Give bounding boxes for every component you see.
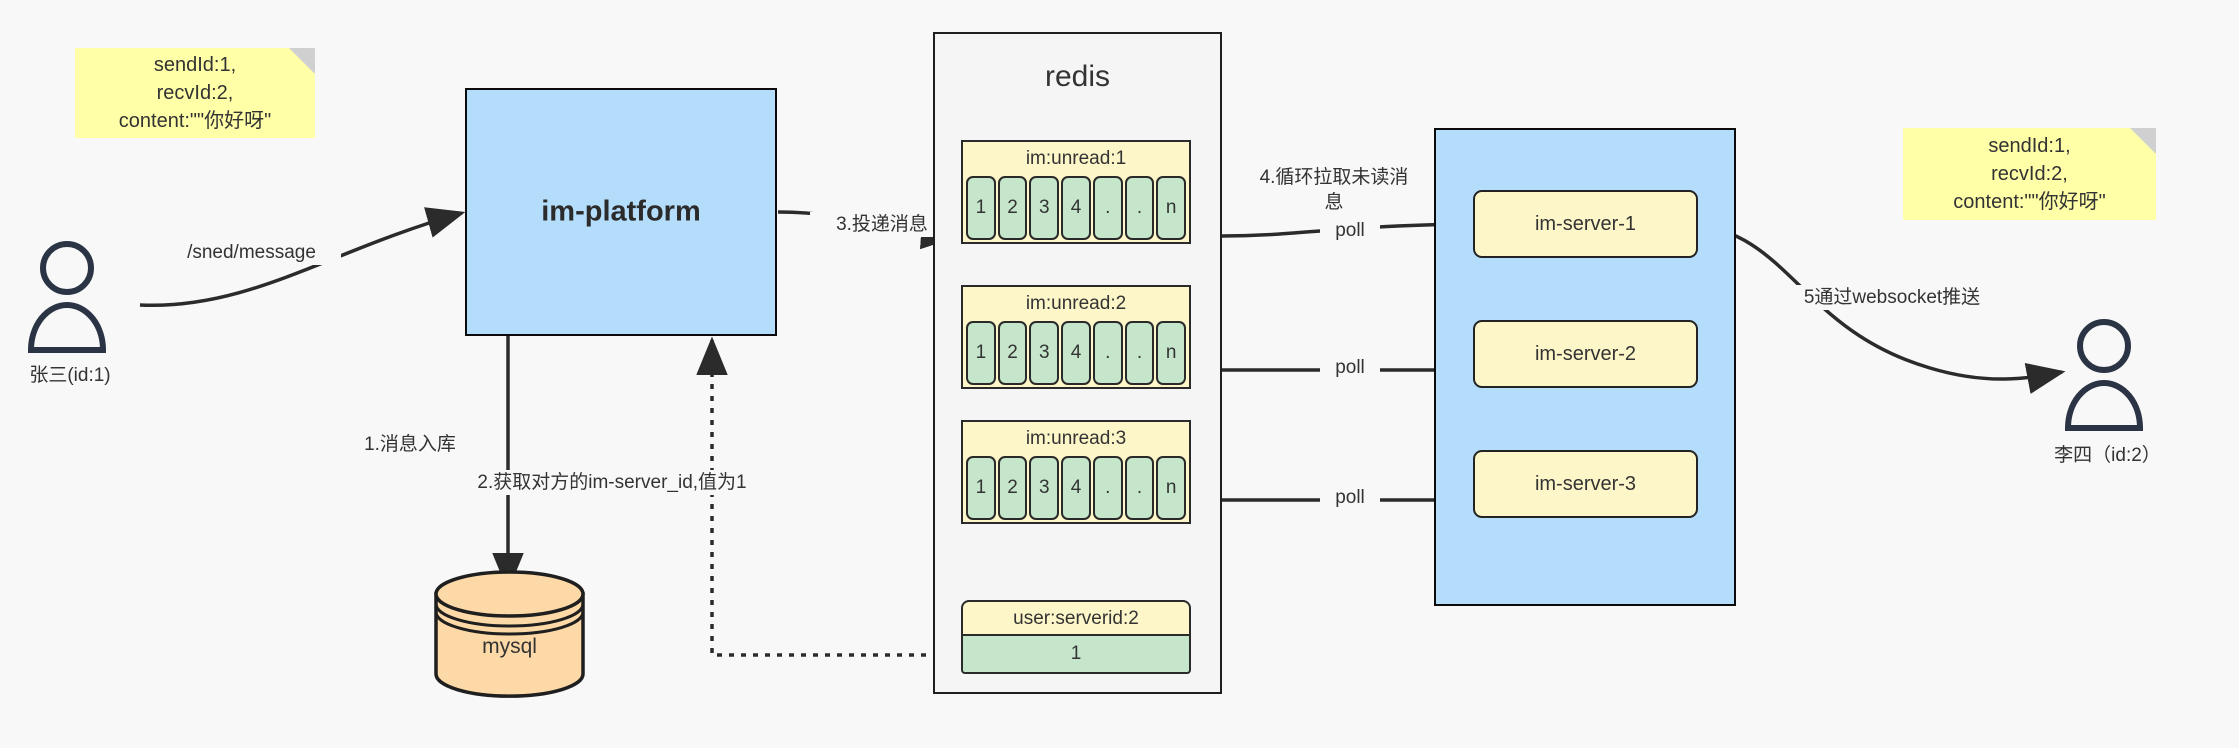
redis-cell: . — [1124, 321, 1155, 385]
im-platform-label: im-platform — [541, 195, 701, 228]
edge-label-poll-1: poll — [1320, 218, 1380, 243]
redis-list-im-unread-3[interactable]: im:unread:3 1 2 3 4 . . n — [961, 420, 1191, 524]
redis-list-im-unread-1[interactable]: im:unread:1 1 2 3 4 . . n — [961, 140, 1191, 244]
sticky-fold-icon — [2130, 128, 2156, 154]
redis-cell: 2 — [997, 176, 1028, 240]
redis-cell: 1 — [966, 176, 996, 240]
im-server-3-box[interactable]: im-server-3 — [1473, 450, 1698, 518]
redis-list-key: im:unread:3 — [963, 422, 1189, 456]
redis-cell: . — [1124, 176, 1155, 240]
edge-label-step3: 3.投递消息 — [810, 212, 954, 237]
redis-cell: 3 — [1029, 321, 1060, 385]
edge-label-step2: 2.获取对方的im-server_id,值为1 — [400, 470, 824, 495]
redis-cell: n — [1156, 456, 1187, 520]
sticky-note-left: sendId:1, recvId:2, content:""你好呀" — [75, 48, 315, 138]
sticky-note-right-text: sendId:1, recvId:2, content:""你好呀" — [1953, 135, 2106, 213]
redis-cell: 4 — [1061, 321, 1091, 385]
redis-cell: 1 — [966, 456, 996, 520]
im-server-1-label: im-server-1 — [1534, 212, 1637, 235]
receiver-label: 李四（id:2） — [2054, 445, 2161, 466]
mysql-label: mysql — [482, 634, 537, 658]
sender-label: 张三(id:1) — [29, 365, 111, 386]
edge-label-poll-2: poll — [1320, 355, 1380, 380]
redis-title: redis — [1044, 60, 1111, 93]
redis-list-cells: 1 2 3 4 . . n — [963, 321, 1189, 388]
redis-list-key: im:unread:1 — [963, 142, 1189, 176]
redis-cell: 3 — [1029, 456, 1060, 520]
edge-label-step5: 5通过websocket推送 — [1780, 285, 2004, 310]
redis-list-key: im:unread:2 — [963, 287, 1189, 321]
edge-label-poll-3: poll — [1320, 485, 1380, 510]
redis-kv-value: 1 — [961, 636, 1191, 674]
im-platform-box[interactable]: im-platform — [465, 88, 777, 336]
mysql-database[interactable]: mysql — [432, 570, 587, 698]
user-icon-receiver — [2064, 319, 2144, 431]
edge-label-send-message: /sned/message — [162, 240, 341, 265]
redis-cell: . — [1092, 321, 1123, 385]
sticky-fold-icon — [289, 48, 315, 74]
user-icon-sender — [27, 241, 107, 353]
im-server-3-label: im-server-3 — [1534, 472, 1637, 495]
edge-redis-kv-to-platform — [696, 336, 962, 657]
redis-cell: 2 — [997, 456, 1028, 520]
redis-cell: n — [1156, 176, 1187, 240]
redis-cell: 4 — [1061, 456, 1091, 520]
edge-label-step1: 1.消息入库 — [318, 432, 502, 457]
redis-cell: . — [1092, 176, 1123, 240]
redis-cell: 2 — [997, 321, 1028, 385]
redis-cell: n — [1156, 321, 1187, 385]
redis-kv-key: user:serverid:2 — [961, 600, 1191, 636]
database-cylinder-icon — [434, 570, 585, 698]
redis-cell: 1 — [966, 321, 996, 385]
redis-list-cells: 1 2 3 4 . . n — [963, 176, 1189, 243]
im-server-2-label: im-server-2 — [1534, 342, 1637, 365]
sticky-note-right: sendId:1, recvId:2, content:""你好呀" — [1903, 128, 2156, 220]
redis-kv-user-serverid[interactable]: user:serverid:2 1 — [961, 600, 1191, 676]
redis-cell: . — [1092, 456, 1123, 520]
edge-label-step4: 4.循环拉取未读消 息 — [1252, 165, 1416, 215]
im-server-2-box[interactable]: im-server-2 — [1473, 320, 1698, 388]
im-server-1-box[interactable]: im-server-1 — [1473, 190, 1698, 258]
redis-cell: 4 — [1061, 176, 1091, 240]
redis-list-im-unread-2[interactable]: im:unread:2 1 2 3 4 . . n — [961, 285, 1191, 389]
sticky-note-left-text: sendId:1, recvId:2, content:""你好呀" — [118, 54, 272, 132]
redis-cell: . — [1124, 456, 1155, 520]
redis-list-cells: 1 2 3 4 . . n — [963, 456, 1189, 523]
redis-cell: 3 — [1029, 176, 1060, 240]
